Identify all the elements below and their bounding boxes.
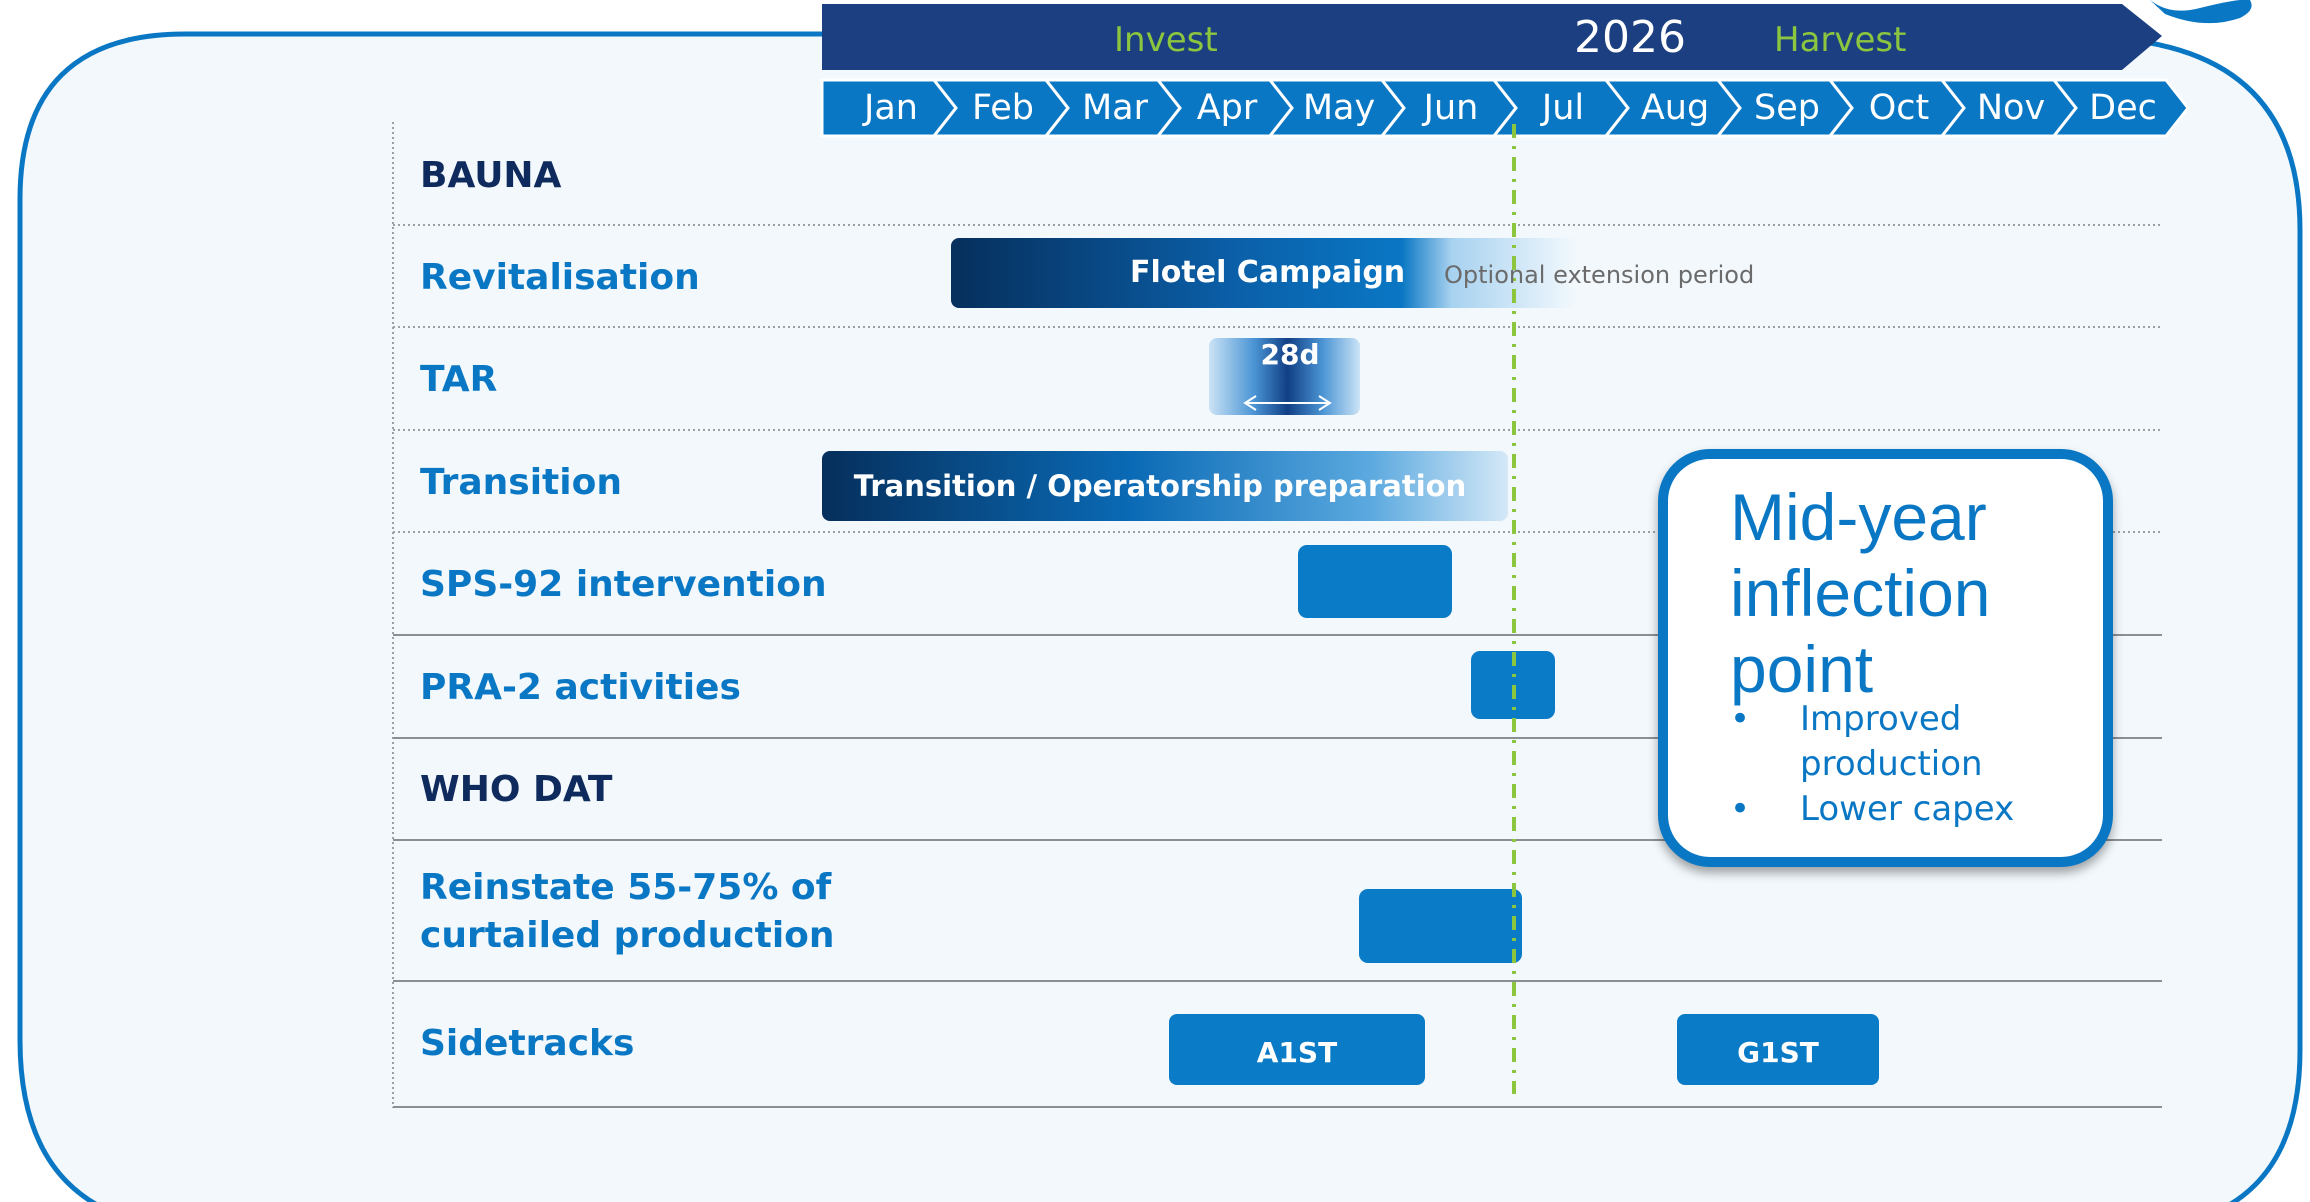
row-label-sidetracks: Sidetracks (420, 1023, 635, 1064)
tar-duration-label: 28d (1260, 338, 1320, 371)
flotel-campaign-bar (951, 238, 1577, 308)
row-label-revitalisation: Revitalisation (420, 257, 700, 298)
a1st-label: A1ST (1256, 1036, 1338, 1069)
tar-bar (1209, 338, 1360, 415)
optional-extension-label: Optional extension period (1444, 261, 1755, 289)
month-label: Jan (864, 88, 918, 128)
month-label: Apr (1196, 88, 1258, 128)
row-label-tar: TAR (420, 359, 498, 400)
transition-bar-label: Transition / Operatorship preparation (853, 469, 1467, 503)
a1st-bar (1169, 1014, 1425, 1085)
month-label: May (1302, 88, 1376, 128)
month-label: Oct (1868, 88, 1930, 128)
row-label-pra2: PRA-2 activities (420, 667, 741, 708)
g1st-bar (1677, 1014, 1879, 1085)
month-label: Nov (1976, 88, 2046, 128)
phase-invest-label: Invest (1114, 20, 1218, 60)
mid-year-callout: Mid-year inflection point Improved produ… (1658, 449, 2113, 867)
callout-title-line: point (1730, 632, 1874, 706)
month-label: Jun (1423, 88, 1479, 128)
callout-bullet: Improved production (1730, 697, 2000, 787)
month-label: Mar (1081, 88, 1149, 128)
flotel-campaign-label: Flotel Campaign (1130, 255, 1406, 290)
row-label-sps92: SPS-92 intervention (420, 564, 827, 605)
sps92-bar (1298, 545, 1452, 618)
phase-harvest-label: Harvest (1774, 20, 1907, 60)
year-banner (822, 4, 2162, 70)
row-label-reinstate: Reinstate 55-75% of (420, 867, 832, 908)
g1st-label: G1ST (1737, 1036, 1819, 1069)
row-label-reinstate-line2: curtailed production (420, 915, 835, 956)
month-label: Dec (2089, 88, 2157, 128)
month-label: Aug (1640, 88, 1710, 128)
month-label: Jul (1541, 88, 1585, 128)
row-label-bauna: BAUNA (420, 155, 562, 196)
callout-title-line: Mid-year (1730, 480, 1987, 554)
month-label: Feb (972, 88, 1034, 128)
row-label-transition: Transition (420, 462, 622, 503)
row-label-who-dat: WHO DAT (420, 769, 613, 810)
reinstate-bar (1359, 889, 1522, 963)
double-arrow-icon (1243, 395, 1332, 411)
transition-bar (822, 451, 1508, 521)
callout-bullet: Lower capex (1730, 787, 2014, 832)
year-label: 2026 (1574, 12, 1686, 63)
callout-title-line: inflection (1730, 556, 1991, 630)
callout-bullet-list: Improved production Lower capex (1730, 697, 2014, 832)
month-chevron (2050, 78, 2190, 138)
callout-title: Mid-year inflection point (1730, 479, 2110, 707)
month-label: Sep (1754, 88, 1820, 128)
corner-decoration (2150, 0, 2252, 24)
month-chevrons (820, 78, 2190, 138)
